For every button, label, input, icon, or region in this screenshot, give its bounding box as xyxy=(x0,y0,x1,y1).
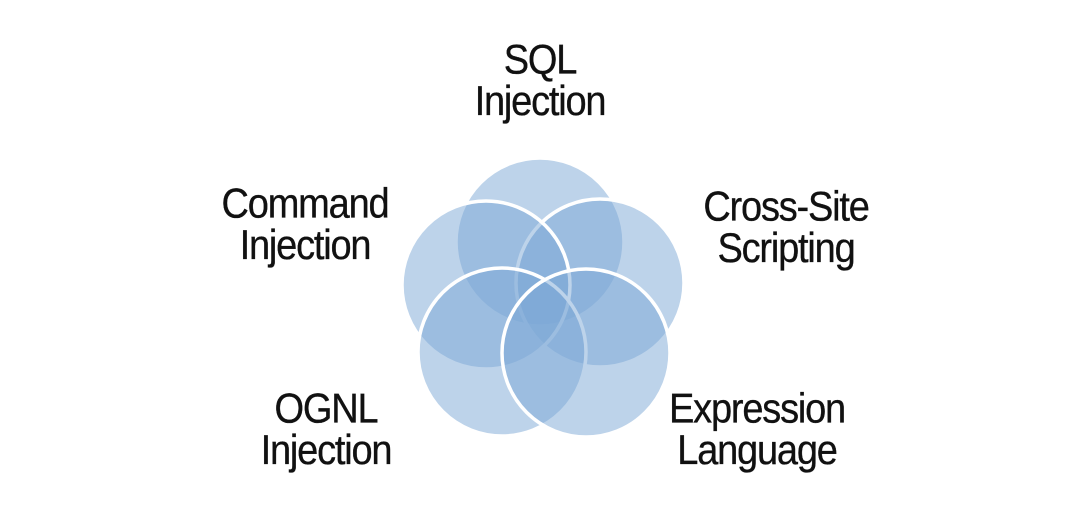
label-ognl-injection: OGNL Injection xyxy=(260,386,392,474)
label-line: OGNL xyxy=(274,386,378,433)
label-line: Injection xyxy=(260,427,392,474)
label-line: Cross-Site xyxy=(703,184,870,231)
label-line: Injection xyxy=(474,78,606,125)
label-expression-language: Expression Language xyxy=(669,386,846,474)
label-sql-injection: SQL Injection xyxy=(474,37,606,125)
label-line: Injection xyxy=(239,222,371,269)
label-line: Scripting xyxy=(717,225,856,272)
label-line: Command xyxy=(221,181,389,228)
label-cross-site-scripting: Cross-Site Scripting xyxy=(703,184,870,272)
label-line: SQL xyxy=(503,37,578,84)
label-line: Expression xyxy=(669,386,846,433)
venn-circle-expression-language xyxy=(500,267,672,439)
label-line: Language xyxy=(677,427,838,474)
label-command-injection: Command Injection xyxy=(221,181,389,269)
